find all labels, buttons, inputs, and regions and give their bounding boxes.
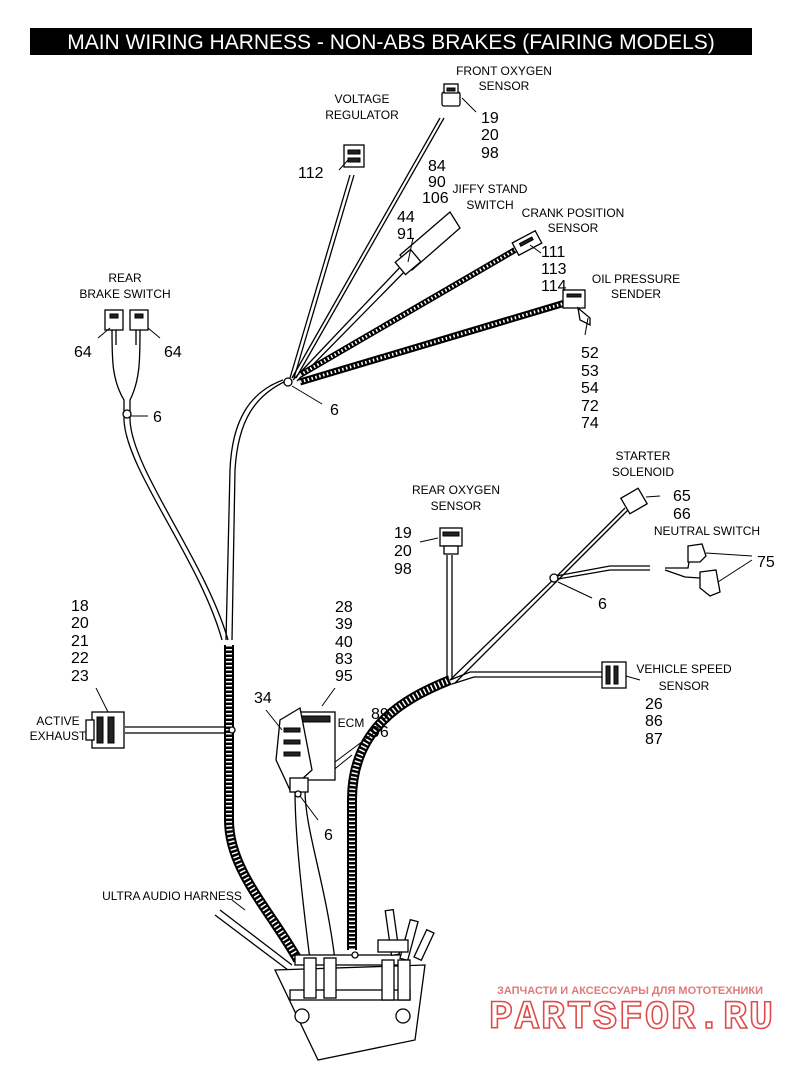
- voltage-regulator-connector: [343, 144, 365, 168]
- callout-clip-upper-6: 6: [330, 402, 339, 419]
- rear-oxygen-sensor-connector: [439, 527, 463, 555]
- watermark: ЗАПЧАСТИ И АКСЕССУАРЫ ДЛЯ МОТОТЕХНИКИ PA…: [488, 985, 775, 1042]
- clip-right: [549, 573, 559, 583]
- callout-exhaust-20: 20: [71, 615, 89, 632]
- callout-numbers: 19 20 98 112 84 90 106 44 91 111 113 114…: [71, 110, 775, 844]
- label-rear-brake-switch-1: REAR: [108, 271, 142, 285]
- callout-oil-52: 52: [581, 345, 599, 362]
- callout-crank-114: 114: [541, 278, 567, 295]
- watermark-logo: PARTSFOR.RU: [489, 996, 775, 1041]
- frame-bottom: [273, 908, 435, 1061]
- label-crank-position-sensor-2: SENSOR: [548, 221, 599, 235]
- label-crank-position-sensor-1: CRANK POSITION: [522, 206, 625, 220]
- label-active-exhaust-2: EXHAUST: [30, 729, 87, 743]
- label-vehicle-speed-sensor-1: VEHICLE SPEED: [636, 662, 732, 676]
- harness-wires: [111, 117, 701, 971]
- callout-rear-oxygen-20: 20: [394, 543, 412, 560]
- component-labels: FRONT OXYGEN SENSOR VOLTAGE REGULATOR JI…: [30, 64, 760, 903]
- vehicle-speed-sensor-connector: [601, 661, 627, 689]
- neutral-switch-connectors: [687, 543, 721, 597]
- clip-exhaust: [228, 726, 236, 734]
- crank-position-sensor-connector: [511, 229, 543, 257]
- callout-voltage-regulator-112: 112: [298, 165, 324, 182]
- label-ultra-audio-harness: ULTRA AUDIO HARNESS: [102, 889, 242, 903]
- label-rear-brake-switch-2: BRAKE SWITCH: [79, 287, 170, 301]
- clip-upper: [283, 377, 293, 387]
- callout-ecm-96: 96: [371, 724, 389, 741]
- label-jiffy-stand-switch-2: SWITCH: [466, 198, 513, 212]
- callout-ecm-34: 34: [254, 690, 272, 707]
- starter-solenoid-connector: [619, 487, 649, 515]
- clip-bottom: [351, 951, 359, 959]
- label-ecm: ECM: [338, 716, 365, 730]
- diagram-title: MAIN WIRING HARNESS - NON-ABS BRAKES (FA…: [67, 31, 715, 54]
- callout-ecm-95: 95: [335, 668, 353, 685]
- label-voltage-regulator-1: VOLTAGE: [335, 92, 390, 106]
- label-vehicle-speed-sensor-2: SENSOR: [659, 679, 710, 693]
- rear-brake-switch-connectors: [104, 309, 149, 331]
- callout-front-oxygen-20: 20: [481, 127, 499, 144]
- label-voltage-regulator-2: REGULATOR: [325, 108, 399, 122]
- callout-ecm-39: 39: [335, 616, 353, 633]
- callout-neutral-75: 75: [757, 554, 775, 571]
- callout-rear-oxygen-19: 19: [394, 525, 412, 542]
- callout-front-oxygen-19: 19: [481, 110, 499, 127]
- callout-exhaust-18: 18: [71, 598, 89, 615]
- callout-rear-oxygen-98: 98: [394, 561, 412, 578]
- callout-front-oxygen-98: 98: [481, 145, 499, 162]
- callout-exhaust-23: 23: [71, 668, 89, 685]
- jiffy-stand-switch: [394, 211, 461, 276]
- callout-rear-brake-left-64: 64: [74, 344, 92, 361]
- oil-pressure-sender-connector: [562, 289, 591, 327]
- callout-oil-54: 54: [581, 380, 599, 397]
- callout-clip-ecm-6: 6: [324, 827, 333, 844]
- callout-speed-26: 26: [645, 696, 663, 713]
- watermark-tagline: ЗАПЧАСТИ И АКСЕССУАРЫ ДЛЯ МОТОТЕХНИКИ: [497, 985, 763, 997]
- callout-speed-87: 87: [645, 731, 663, 748]
- label-front-oxygen-sensor-2: SENSOR: [479, 79, 530, 93]
- ecm-unit: [275, 706, 336, 793]
- callout-jiffy-106: 106: [422, 190, 449, 207]
- leader-lines: [95, 159, 753, 911]
- callout-rear-brake-right-64: 64: [164, 344, 182, 361]
- label-oil-pressure-sender-2: SENDER: [611, 287, 661, 301]
- callout-oil-72: 72: [581, 398, 599, 415]
- label-rear-oxygen-sensor-1: REAR OXYGEN: [412, 483, 500, 497]
- clip-rear-brake: [122, 409, 132, 419]
- callout-ecm-89: 89: [371, 706, 389, 723]
- callout-ecm-83: 83: [335, 651, 353, 668]
- callout-jiffy-91: 91: [397, 226, 415, 243]
- label-neutral-switch: NEUTRAL SWITCH: [654, 524, 760, 538]
- label-oil-pressure-sender-1: OIL PRESSURE: [592, 272, 680, 286]
- callout-speed-86: 86: [645, 713, 663, 730]
- label-jiffy-stand-switch-1: JIFFY STAND: [453, 182, 528, 196]
- callout-oil-74: 74: [581, 415, 599, 432]
- callout-exhaust-22: 22: [71, 650, 89, 667]
- callout-jiffy-90: 90: [428, 174, 446, 191]
- label-starter-solenoid-2: SOLENOID: [612, 465, 674, 479]
- clip-ecm: [294, 790, 302, 798]
- callout-exhaust-21: 21: [71, 633, 89, 650]
- callout-ecm-40: 40: [335, 634, 353, 651]
- label-front-oxygen-sensor-1: FRONT OXYGEN: [456, 64, 552, 78]
- callout-crank-111: 111: [541, 244, 565, 261]
- callout-crank-113: 113: [541, 261, 567, 278]
- callout-jiffy-44: 44: [397, 209, 415, 226]
- callout-oil-53: 53: [581, 363, 599, 380]
- callout-ecm-28: 28: [335, 599, 353, 616]
- connectors: [85, 83, 721, 959]
- callout-starter-65: 65: [673, 488, 691, 505]
- title-bar: [30, 28, 752, 55]
- label-starter-solenoid-1: STARTER: [616, 449, 671, 463]
- front-oxygen-sensor-connector: [441, 83, 477, 113]
- callout-clip-right-6: 6: [598, 596, 607, 613]
- callout-starter-66: 66: [673, 506, 691, 523]
- label-active-exhaust-1: ACTIVE: [36, 714, 79, 728]
- callout-clip-rear-brake-6: 6: [153, 409, 162, 426]
- active-exhaust-connector: [85, 711, 125, 749]
- label-rear-oxygen-sensor-2: SENSOR: [431, 499, 482, 513]
- callout-jiffy-84: 84: [428, 158, 446, 175]
